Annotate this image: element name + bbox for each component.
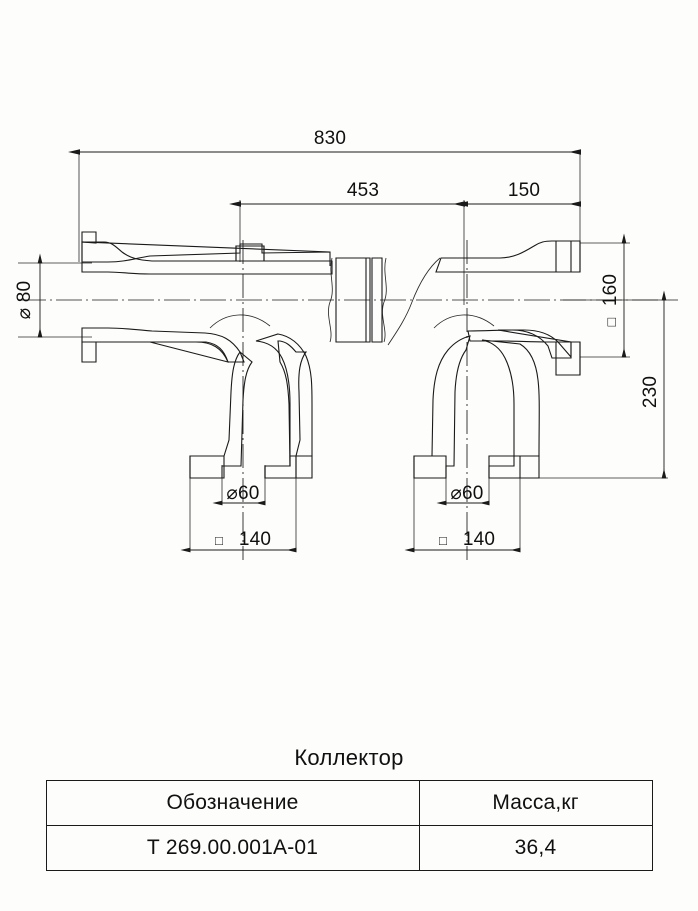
dim-830-label: 830 bbox=[314, 128, 346, 149]
dimension-230: 230 bbox=[640, 290, 667, 479]
lower-wall-left-body bbox=[81, 327, 245, 363]
dim-140-right-label: 140 bbox=[463, 529, 495, 550]
lower-wall-right-body2 bbox=[467, 329, 572, 359]
dim-140-left-square-symbol: □ bbox=[215, 533, 223, 548]
specification-table: Обозначение Масса,кг Т 269.00.001А-01 36… bbox=[45, 780, 653, 871]
fillet-arc-right bbox=[433, 314, 495, 329]
middle-collar-outer bbox=[335, 257, 371, 343]
dimension-140-left: □ 140 bbox=[180, 529, 297, 553]
upper-wall-left-body bbox=[81, 241, 333, 275]
dim-160-label: 160 bbox=[600, 274, 621, 306]
dim-160-square-symbol: □ bbox=[603, 317, 619, 326]
center-lines bbox=[20, 240, 678, 560]
dimension-d60-left: ⌀60 bbox=[212, 483, 266, 506]
right-branch-right-wall bbox=[481, 339, 540, 479]
dim-453-label: 453 bbox=[347, 180, 379, 201]
dim-d80-label: ⌀ 80 bbox=[14, 281, 35, 320]
break-line-right bbox=[382, 257, 387, 343]
left-foot-flange-l bbox=[189, 455, 225, 479]
collector-part-section bbox=[81, 231, 581, 479]
technical-drawing-canvas: 830 453 150 ⌀ 80 160 □ 230 bbox=[14, 128, 678, 560]
lower-wall-right-body bbox=[497, 329, 572, 359]
break-line-left bbox=[328, 257, 333, 343]
left-flange-lip-upper bbox=[81, 231, 97, 244]
break-line-diagonal bbox=[387, 257, 441, 346]
left-flange-lip-lower bbox=[81, 341, 97, 363]
upper-wall-left bbox=[81, 241, 331, 266]
dimension-830: 830 bbox=[68, 128, 581, 155]
fillet-arc-left bbox=[209, 314, 271, 329]
right-flange-upper bbox=[555, 240, 581, 273]
dimension-140-right: □ 140 bbox=[404, 529, 521, 553]
page-title: Коллектор bbox=[294, 745, 404, 770]
dimension-453: 453 bbox=[229, 180, 465, 207]
table-row: Т 269.00.001А-01 36,4 bbox=[45, 825, 653, 871]
upper-wall-right-body bbox=[435, 240, 572, 273]
dimension-160: 160 □ bbox=[600, 233, 627, 358]
column-header-designation: Обозначение bbox=[45, 780, 420, 826]
left-branch-right-wall bbox=[264, 340, 308, 479]
dim-d60-right-label: ⌀60 bbox=[450, 483, 483, 504]
column-header-mass: Масса,кг bbox=[418, 780, 653, 826]
dimension-d80: ⌀ 80 bbox=[14, 253, 43, 338]
middle-collar-right bbox=[371, 257, 383, 343]
right-foot-flange-l bbox=[413, 455, 447, 479]
dimension-d60-right: ⌀60 bbox=[436, 483, 490, 506]
left-branch-wall-left bbox=[149, 341, 229, 363]
dim-140-left-label: 140 bbox=[239, 529, 271, 550]
cell-designation: Т 269.00.001А-01 bbox=[45, 825, 420, 871]
left-foot-flange-r bbox=[264, 455, 313, 479]
cell-mass: 36,4 bbox=[418, 825, 653, 871]
right-branch-left-wall bbox=[413, 335, 471, 479]
table-header-row: Обозначение Масса,кг bbox=[45, 780, 653, 826]
dim-d60-left-label: ⌀60 bbox=[226, 483, 259, 504]
dim-230-label: 230 bbox=[640, 376, 661, 408]
title-block: Коллектор Обозначение Масса,кг Т 269.00.… bbox=[0, 745, 698, 871]
dim-140-right-square-symbol: □ bbox=[439, 533, 447, 548]
dim-150-label: 150 bbox=[508, 180, 540, 201]
top-boss bbox=[235, 245, 265, 262]
dimension-150: 150 bbox=[456, 180, 581, 207]
